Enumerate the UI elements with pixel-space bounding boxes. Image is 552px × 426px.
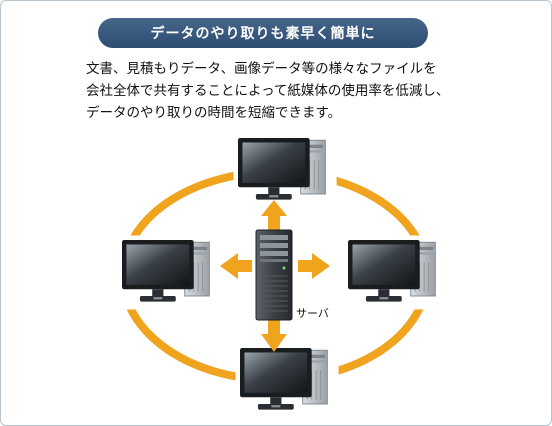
arrow-up	[261, 200, 287, 232]
arrow-down	[261, 318, 287, 352]
description-line-1: 文書、見積もりデータ、画像データ等の様々なファイルを	[86, 61, 437, 77]
description-text: 文書、見積もりデータ、画像データ等の様々なファイルを 会社全体で共有することによ…	[86, 58, 526, 124]
computer-top	[233, 133, 337, 208]
server-icon	[255, 229, 293, 321]
arrow-right	[298, 253, 330, 279]
server-label: サーバ	[296, 307, 329, 320]
computer-bottom	[235, 343, 339, 418]
computer-left	[117, 235, 221, 310]
section-title: データのやり取りも素早く簡単に	[98, 18, 428, 48]
description-line-3: データのやり取りの時間を短縮できます。	[86, 105, 342, 121]
description-line-2: 会社全体で共有することによって紙媒体の使用率を低減し、	[86, 83, 450, 99]
computer-right	[343, 235, 447, 310]
arrow-left	[220, 253, 252, 279]
